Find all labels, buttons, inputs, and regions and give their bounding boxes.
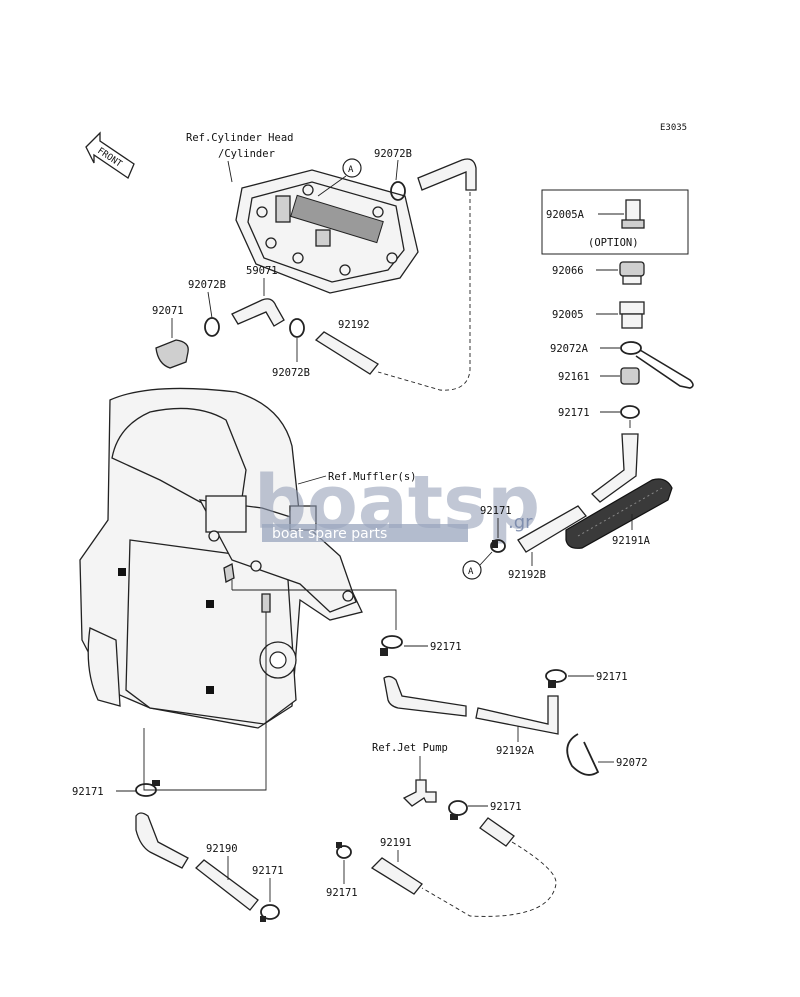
watermark-logo: boatsp boat spare parts .gr <box>254 460 540 546</box>
part-92072B-top: 92072B <box>374 148 412 160</box>
part-92171-right: 92171 <box>596 671 628 683</box>
part-92071: 92071 <box>152 305 184 317</box>
marker-a-bottom: A <box>468 567 474 577</box>
marker-a-top: A <box>348 165 354 175</box>
part-92191: 92191 <box>380 837 412 849</box>
cap <box>619 261 645 285</box>
cylinder-head: A <box>235 158 419 294</box>
hose-elbow-left <box>135 812 189 869</box>
ref-cylinder-head-label: Ref.Cylinder Head <box>186 132 293 144</box>
part-92072: 92072 <box>616 757 648 769</box>
part-92005: 92005 <box>552 309 584 321</box>
part-92192A: 92192A <box>496 745 535 757</box>
hose-92191 <box>370 857 423 895</box>
clamp-92072 <box>566 733 600 776</box>
part-92072A: 92072A <box>550 343 589 355</box>
svg-text:boat spare parts: boat spare parts <box>272 526 387 542</box>
ref-jet-pump-label: Ref.Jet Pump <box>372 742 448 754</box>
option-label: (OPTION) <box>588 237 639 249</box>
part-92161: 92161 <box>558 371 590 383</box>
part-92192B: 92192B <box>508 569 546 581</box>
strap-clamp <box>620 341 694 389</box>
part-92072B-left: 92072B <box>188 279 226 291</box>
hose-92192B <box>517 505 587 553</box>
grommet <box>620 367 640 385</box>
part-92171-bottom: 92171 <box>326 887 358 899</box>
hose-92192A <box>475 695 559 735</box>
nipple-fitting <box>621 199 645 229</box>
ref-muffler-label: Ref.Muffler(s) <box>328 471 417 483</box>
part-92191A: 92191A <box>612 535 651 547</box>
part-92171-mid: 92171 <box>480 505 512 517</box>
part-92171-bottomleft: 92171 <box>252 865 284 877</box>
part-92171-r1: 92171 <box>558 407 590 419</box>
jet-pump-fitting <box>402 779 437 807</box>
ref-cylinder-label: /Cylinder <box>218 148 275 160</box>
part-92190: 92190 <box>206 843 238 855</box>
fitting <box>619 301 645 329</box>
option-box <box>541 189 689 255</box>
part-59071: 59071 <box>246 265 278 277</box>
diagram-code: E3035 <box>660 123 687 133</box>
part-92171-jetpump: 92171 <box>490 801 522 813</box>
part-92066: 92066 <box>552 265 584 277</box>
hose-elbow <box>383 675 467 717</box>
corrugated-hose-92191A <box>565 478 673 549</box>
part-92072B-bottom: 92072B <box>272 367 310 379</box>
part-92171-left: 92171 <box>72 786 104 798</box>
hose-92190 <box>195 859 259 911</box>
muffler-assembly <box>79 387 363 729</box>
front-arrow-icon: FRONT <box>85 131 135 179</box>
part-92171-center: 92171 <box>430 641 462 653</box>
part-92192: 92192 <box>338 319 370 331</box>
part-92005A: 92005A <box>546 209 585 221</box>
svg-text:.gr: .gr <box>508 512 533 533</box>
